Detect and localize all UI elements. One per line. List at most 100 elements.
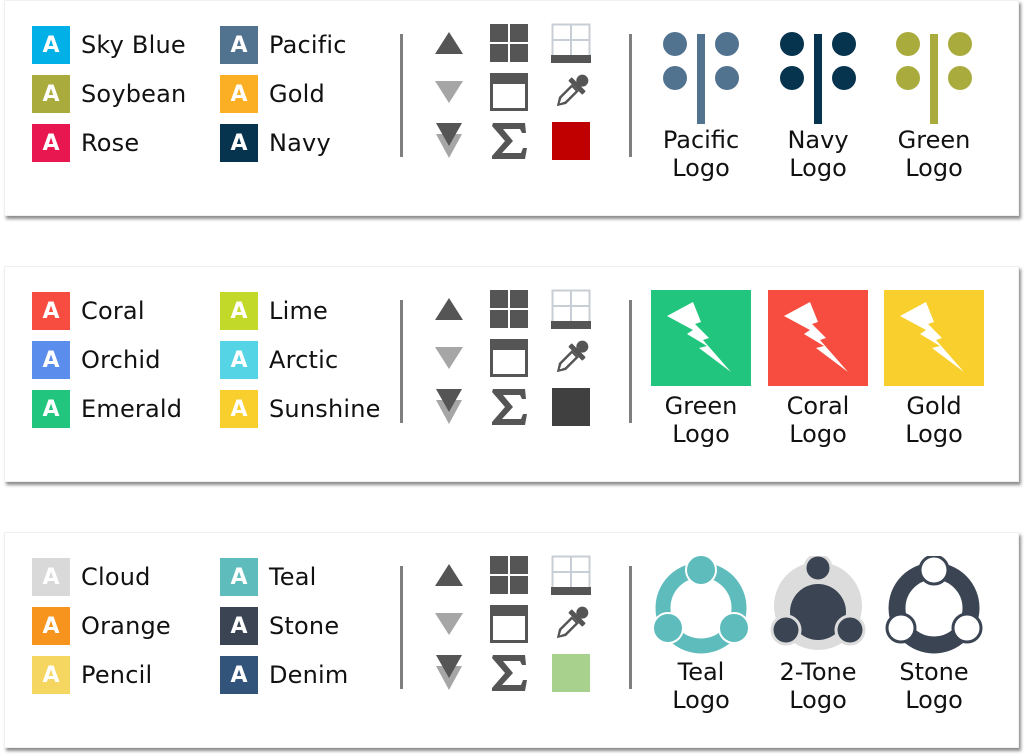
logo-bolt-icon: [768, 290, 868, 390]
move-to-bottom-button[interactable]: [429, 387, 469, 427]
logo-label-line2: Logo: [905, 686, 963, 714]
move-down-icon: [435, 347, 463, 369]
logo-label-line1: Teal: [677, 658, 725, 686]
color-label: Stone: [269, 612, 340, 640]
eyedropper-icon: [556, 606, 589, 639]
color-label: Cloud: [81, 563, 151, 591]
fill-color-button[interactable]: [551, 121, 591, 161]
separator: [629, 566, 632, 689]
move-to-bottom-icon: [436, 123, 462, 158]
logo-label-line1: 2-Tone: [779, 658, 857, 686]
move-up-button[interactable]: [429, 289, 469, 329]
fill-color-swatch: [552, 122, 590, 160]
table-grid-icon: [551, 289, 591, 329]
separator: [400, 566, 403, 689]
separator: [400, 300, 403, 423]
move-up-button[interactable]: [429, 555, 469, 595]
grid-layout-button[interactable]: [489, 555, 529, 595]
table-grid-button[interactable]: [551, 289, 591, 329]
color-option-denim[interactable]: A Denim: [220, 656, 349, 694]
separator: [400, 34, 403, 157]
logo-dots-icon: [651, 24, 751, 124]
sum-button[interactable]: [489, 121, 529, 161]
logo-label-line2: Logo: [672, 420, 730, 448]
color-label: Orchid: [81, 346, 161, 374]
color-swatch: A: [220, 390, 258, 428]
separator: [629, 300, 632, 423]
logo-label-line2: Logo: [789, 154, 847, 182]
logo-label-line1: Coral: [786, 392, 850, 420]
table-grid-button[interactable]: [551, 555, 591, 595]
grid-filled-icon: [490, 556, 528, 594]
color-swatch: A: [220, 124, 258, 162]
fill-color-button[interactable]: [551, 653, 591, 693]
move-down-button[interactable]: [429, 604, 469, 644]
sigma-icon: [492, 123, 527, 159]
move-to-bottom-button[interactable]: [429, 121, 469, 161]
color-label: Denim: [269, 661, 349, 689]
eyedropper-button[interactable]: [551, 72, 591, 112]
eyedropper-button[interactable]: [551, 604, 591, 644]
eyedropper-button[interactable]: [551, 338, 591, 378]
move-up-button[interactable]: [429, 23, 469, 63]
window-icon: [490, 73, 528, 111]
sum-button[interactable]: [489, 387, 529, 427]
logo-label-line1: Green: [897, 126, 971, 154]
logo-label-line1: Pacific: [662, 126, 740, 154]
window-layout-button[interactable]: [489, 72, 529, 112]
window-layout-button[interactable]: [489, 604, 529, 644]
grid-filled-icon: [490, 24, 528, 62]
table-grid-button[interactable]: [551, 23, 591, 63]
window-layout-button[interactable]: [489, 338, 529, 378]
grid-filled-icon: [490, 290, 528, 328]
sum-button[interactable]: [489, 653, 529, 693]
grid-layout-button[interactable]: [489, 23, 529, 63]
move-down-button[interactable]: [429, 338, 469, 378]
move-to-bottom-button[interactable]: [429, 653, 469, 693]
move-down-icon: [435, 81, 463, 103]
logo-label-line2: Logo: [672, 686, 730, 714]
logo-bolt-icon: [651, 290, 751, 390]
logo-label-line1: Navy: [787, 126, 849, 154]
color-swatch: A: [220, 656, 258, 694]
grid-layout-button[interactable]: [489, 289, 529, 329]
window-icon: [490, 339, 528, 377]
color-swatch: A: [32, 124, 70, 162]
move-to-bottom-icon: [436, 389, 462, 424]
move-down-button[interactable]: [429, 72, 469, 112]
fill-color-button[interactable]: [551, 387, 591, 427]
table-grid-icon: [551, 23, 591, 63]
color-label: Lime: [269, 297, 328, 325]
